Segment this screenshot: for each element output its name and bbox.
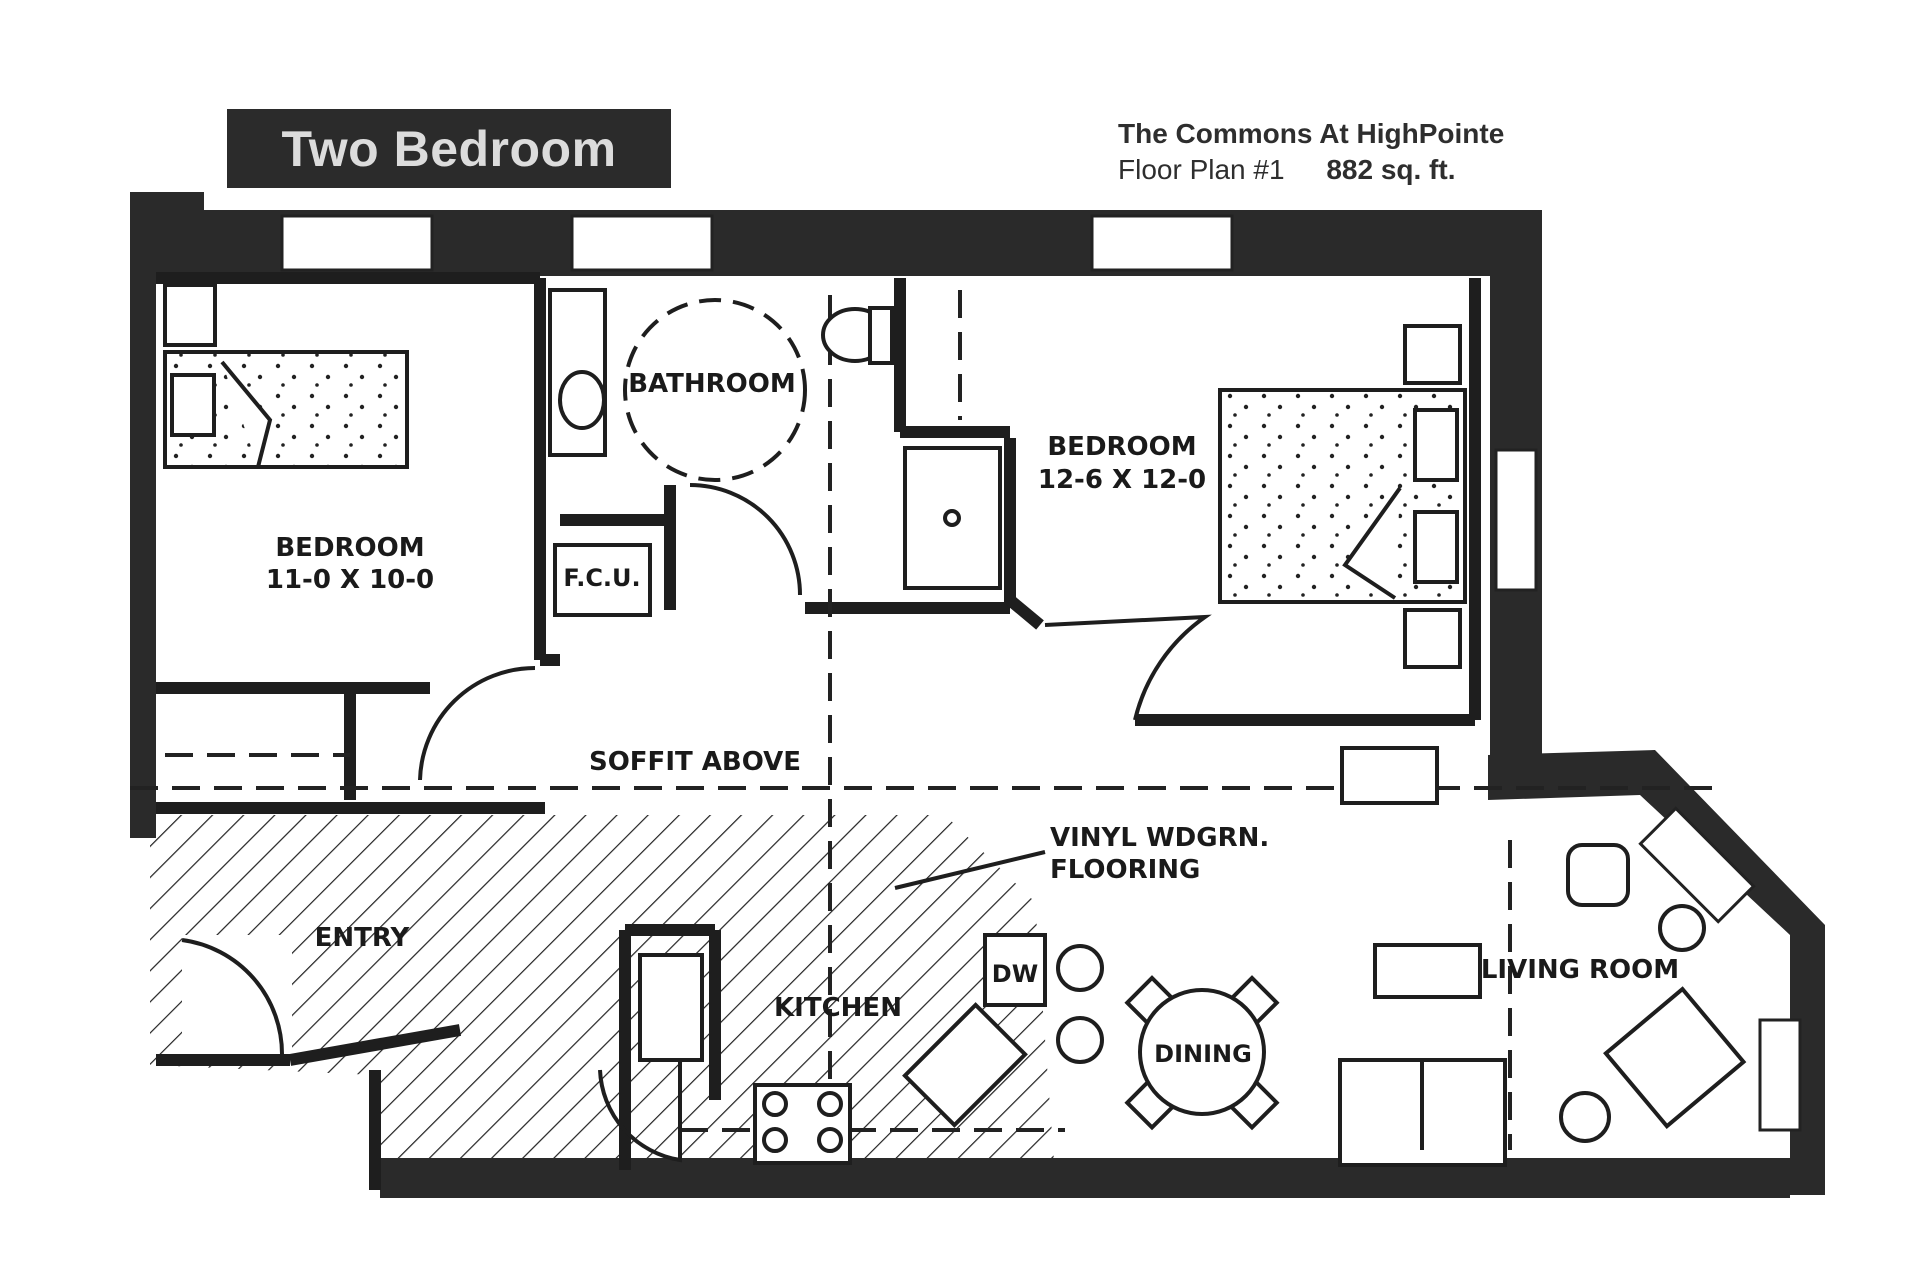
bedroom-right-name: BEDROOM (1047, 432, 1196, 462)
interior-walls (156, 272, 1481, 1190)
right-bedroom-furniture (1218, 324, 1467, 805)
dining-name: DINING (1154, 1040, 1252, 1068)
windows (280, 214, 1802, 1132)
door-swings (181, 298, 1212, 1163)
plan-info: Floor Plan #1 882 sq. ft. (1118, 152, 1504, 188)
entry-door-clearance (182, 935, 292, 1060)
plan-header: The Commons At HighPointe Floor Plan #1 … (1118, 116, 1504, 188)
unit-type-title: Two Bedroom (281, 120, 617, 177)
flooring-line1: VINYL WDGRN. (1050, 823, 1269, 853)
plan-area: 882 sq. ft. (1326, 154, 1456, 185)
flooring-line2: FLOORING (1050, 855, 1200, 885)
kitchen-fixtures (638, 933, 1104, 1165)
community-name: The Commons At HighPointe (1118, 118, 1505, 149)
bedroom-left-size: 11-0 X 10-0 (266, 565, 434, 595)
soffit-lines (130, 290, 1720, 1160)
bedroom-left-name: BEDROOM (275, 533, 424, 563)
bathroom-fixtures (548, 288, 1002, 617)
living-room-furniture (1338, 843, 1747, 1167)
dining-set (1124, 975, 1280, 1131)
flooring-leader (894, 850, 1046, 890)
kitchen-name: KITCHEN (774, 993, 902, 1023)
room-labels: BEDROOM 11-0 X 10-0 BATHROOM F.C.U. BEDR… (266, 369, 1679, 1068)
living-room-name: LIVING ROOM (1481, 955, 1679, 985)
soffit-name: SOFFIT ABOVE (589, 747, 801, 777)
entry-name: ENTRY (315, 923, 411, 953)
dw-name: DW (992, 960, 1038, 988)
unit-type-banner: Two Bedroom (227, 109, 671, 188)
left-bedroom-bed (163, 283, 409, 469)
bedroom-right-size: 12-6 X 12-0 (1038, 465, 1206, 495)
plan-number: Floor Plan #1 (1118, 154, 1285, 185)
bathroom-name: BATHROOM (628, 369, 796, 399)
fcu-name: F.C.U. (563, 564, 640, 592)
